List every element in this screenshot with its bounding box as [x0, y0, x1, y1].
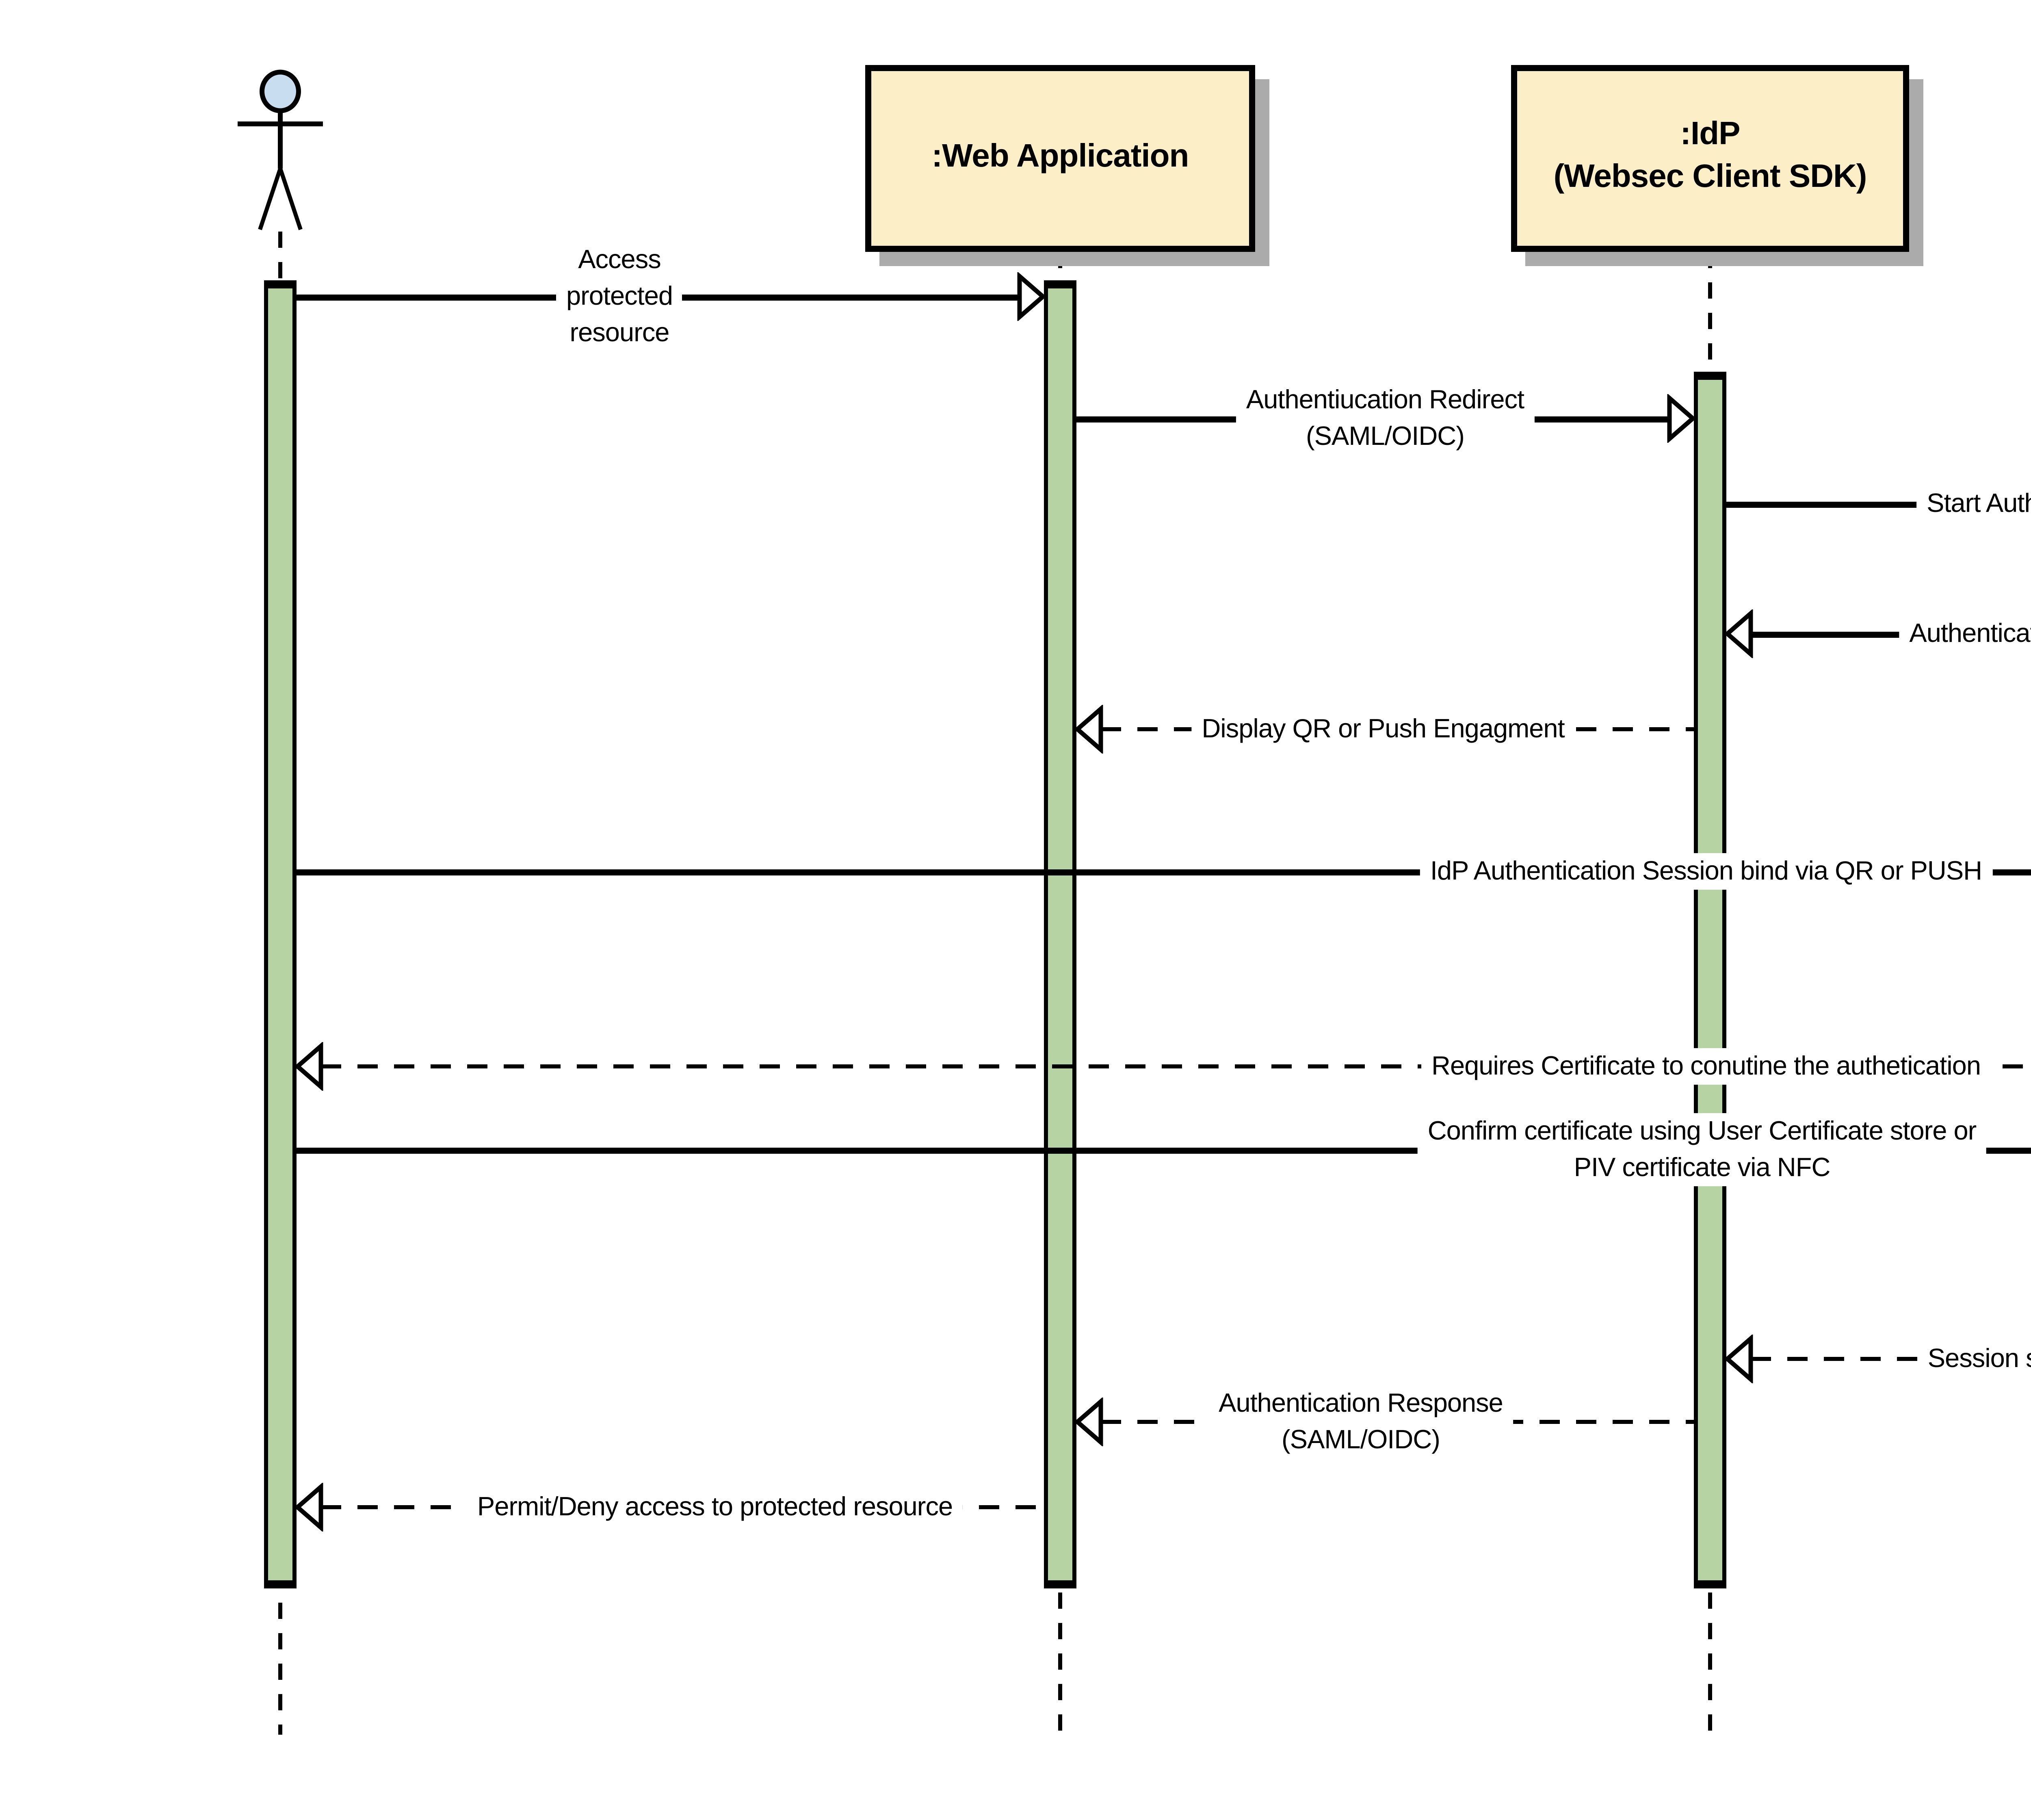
- message-label-3: Authentication Session: [1899, 615, 2031, 652]
- actor-head: [260, 69, 301, 113]
- message-label-4: Display QR or Push Engagment: [1191, 711, 1575, 748]
- activation-bar-idp: [1694, 372, 1726, 1588]
- participant-box-web-application: :Web Application: [865, 65, 1255, 252]
- message-label-7: Requires Certificate to conutine the aut…: [1421, 1048, 1991, 1085]
- activation-bar-user: [264, 280, 297, 1588]
- actor-leg-left: [258, 168, 282, 230]
- message-label-10: Session status update: [1917, 1341, 2031, 1377]
- arrowhead-left-icon: [294, 1042, 323, 1091]
- actor-leg-right: [278, 168, 303, 230]
- message-label-5: IdP Authentication Session bind via QR o…: [1420, 853, 1992, 890]
- message-label-1: Authentiucation Redirect (SAML/OIDC): [1236, 382, 1535, 455]
- actor-icon: [238, 69, 323, 230]
- message-label-0: Access protected resource: [556, 242, 683, 351]
- arrowhead-right-icon: [1017, 272, 1046, 321]
- arrowhead-left-icon: [1724, 1335, 1753, 1383]
- arrowhead-right-icon: [1667, 394, 1696, 443]
- message-label-2: Start Authentication: [1916, 485, 2031, 522]
- arrowhead-left-icon: [294, 1483, 323, 1532]
- activation-bar-web-application: [1044, 280, 1076, 1588]
- participant-box-idp: :IdP (Websec Client SDK): [1511, 65, 1909, 252]
- arrowhead-left-icon: [1074, 705, 1103, 754]
- arrowhead-left-icon: [1724, 609, 1753, 658]
- message-label-12: Authentication Response (SAML/OIDC): [1208, 1385, 1513, 1458]
- arrowhead-left-icon: [1074, 1398, 1103, 1446]
- message-label-8: Confirm certificate using User Certifica…: [1417, 1113, 1987, 1186]
- message-label-13: Permit/Deny access to protected resource: [467, 1489, 963, 1525]
